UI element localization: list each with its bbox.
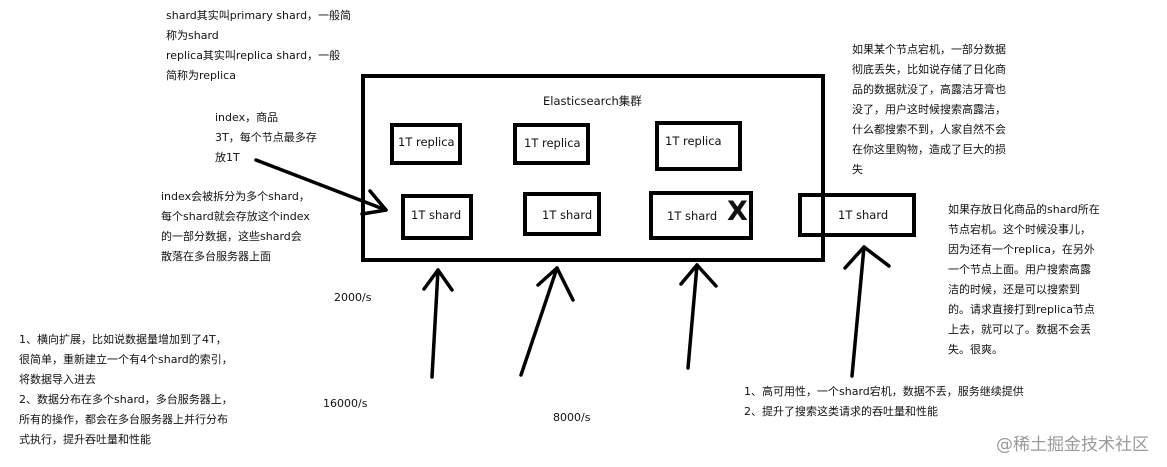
- replica-label-3: 1T replica: [665, 134, 722, 148]
- shard-label-2: 1T shard: [542, 208, 593, 222]
- note-line: 品的数据就没了，高露洁牙膏也: [852, 83, 1006, 96]
- elasticsearch-cluster-box: [361, 74, 825, 262]
- note-line: 2、数据分布在多个shard，多台服务器上，: [19, 393, 233, 406]
- note-line: 上去，就可以了。数据不会丢: [948, 323, 1091, 336]
- note-line: 在你这里购物，造成了巨大的损: [852, 143, 1006, 156]
- note-line: 1、横向扩展，比如说数据量增加到了4T，: [19, 333, 227, 346]
- note-line: 失。很爽。: [948, 343, 1003, 356]
- replica-box-1: [390, 123, 462, 165]
- note-line: 所有的操作，都会在多台服务器上并行分布: [19, 413, 228, 426]
- note-shard-replica: shard其实叫primary shard，一般简 称为shard replic…: [166, 6, 351, 86]
- note-line: replica其实叫replica shard，一般: [166, 49, 341, 62]
- note-line: 式执行，提升吞吐量和性能: [19, 433, 151, 446]
- note-line: 2、提升了搜索这类请求的吞吐量和性能: [744, 405, 938, 418]
- note-line: shard其实叫primary shard，一般简: [166, 9, 352, 22]
- shard-label-outside: 1T shard: [838, 208, 889, 222]
- note-line: 简称为replica: [166, 69, 236, 82]
- note-line: 什么都搜索不到，人家自然不会: [852, 123, 1006, 136]
- note-line: 每个shard就会存放这个index: [161, 210, 310, 223]
- shard-box-2: [523, 192, 601, 236]
- note-line: 1、高可用性，一个shard宕机，数据不丢，服务继续提供: [744, 385, 1024, 398]
- watermark: @稀土掘金技术社区: [996, 435, 1149, 455]
- note-line: 如果某个节点宕机，一部分数据: [852, 43, 1006, 56]
- note-line: 散落在多台服务器上面: [161, 250, 271, 263]
- replica-label-1: 1T replica: [398, 135, 455, 149]
- note-line: index，商品: [215, 111, 279, 124]
- replica-label-2: 1T replica: [524, 136, 581, 150]
- note-line: 失: [852, 163, 863, 176]
- note-line: 洁的时候，还是可以搜索到: [948, 283, 1080, 296]
- arrow-request-1: [422, 268, 454, 379]
- note-line: 彻底丢失，比如说存储了日化商: [852, 63, 1006, 76]
- note-index-split: index会被拆分为多个shard， 每个shard就会存放这个index 的一…: [161, 187, 310, 267]
- note-line: 称为shard: [166, 29, 219, 42]
- failed-node-cross-icon: X: [727, 196, 748, 227]
- cluster-title: Elasticsearch集群: [543, 94, 642, 108]
- note-line: 节点宕机。这个时候没事儿，: [948, 223, 1091, 236]
- arrow-request-replica: [843, 245, 891, 378]
- note-line: 如果存放日化商品的shard所在: [948, 203, 1100, 216]
- shard-box-outside: [798, 193, 916, 237]
- note-index: index，商品 3T，每个节点最多存 放1T: [215, 108, 317, 168]
- note-line: 3T，每个节点最多存: [215, 131, 317, 144]
- arrow-request-3: [679, 263, 718, 370]
- throughput-label-2000: 2000/s: [334, 291, 372, 304]
- note-node-outage: 如果某个节点宕机，一部分数据 彻底丢失，比如说存储了日化商 品的数据就没了，高露…: [852, 40, 1006, 180]
- shard-label-1: 1T shard: [411, 208, 462, 222]
- arrow-request-2: [519, 266, 575, 377]
- note-horizontal-scaling: 1、横向扩展，比如说数据量增加到了4T， 很简单，重新建立一个有4个shard的…: [19, 330, 233, 450]
- note-line: 因为还有一个replica，在另外: [948, 243, 1095, 256]
- replica-box-2: [513, 123, 590, 165]
- shard-box-1: [401, 194, 473, 240]
- replica-box-3: [655, 121, 742, 171]
- note-replica-failover: 如果存放日化商品的shard所在 节点宕机。这个时候没事儿， 因为还有一个rep…: [948, 200, 1100, 360]
- note-line: index会被拆分为多个shard，: [161, 190, 310, 203]
- note-line: 放1T: [215, 151, 240, 164]
- note-high-availability: 1、高可用性，一个shard宕机，数据不丢，服务继续提供 2、提升了搜索这类请求…: [744, 382, 1024, 422]
- note-line: 没了，用户这时候搜索高露洁，: [852, 103, 1006, 116]
- throughput-label-8000: 8000/s: [553, 411, 591, 424]
- note-line: 的。请求直接打到replica节点: [948, 303, 1095, 316]
- shard-box-3-failed: [649, 191, 753, 240]
- note-line: 将数据导入进去: [19, 373, 96, 386]
- note-line: 一个节点上面。用户搜索高露: [948, 263, 1091, 276]
- note-line: 很简单，重新建立一个有4个shard的索引，: [19, 353, 233, 366]
- throughput-label-16000: 16000/s: [323, 397, 368, 410]
- note-line: 的一部分数据，这些shard会: [161, 230, 302, 243]
- shard-label-3: 1T shard: [667, 209, 718, 223]
- arrow-index-to-shard: [254, 158, 388, 216]
